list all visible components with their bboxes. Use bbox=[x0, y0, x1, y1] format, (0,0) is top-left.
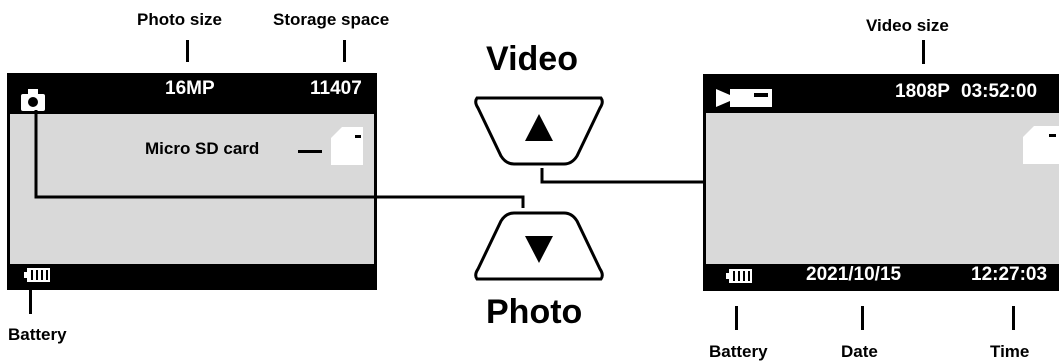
photo-down-button[interactable] bbox=[474, 211, 604, 281]
storage-space-leader bbox=[343, 40, 346, 62]
sd-card-icon bbox=[330, 126, 364, 166]
video-bottom-bar: 2021/10/15 12:27:03 bbox=[706, 264, 1059, 288]
battery-icon bbox=[726, 269, 752, 283]
camera-icon bbox=[19, 88, 47, 112]
photo-bottom-bar bbox=[10, 264, 374, 287]
photo-size-value: 16MP bbox=[165, 78, 215, 99]
video-size-value: 1808P bbox=[895, 81, 950, 102]
date-callout: Date bbox=[841, 342, 878, 361]
photo-size-leader bbox=[186, 40, 189, 62]
date-value: 2021/10/15 bbox=[806, 264, 902, 285]
photo-size-callout: Photo size bbox=[137, 10, 223, 29]
battery-left-callout: Battery bbox=[8, 325, 67, 344]
battery-right-callout: Battery bbox=[709, 342, 768, 361]
video-size-callout: Video size bbox=[866, 16, 949, 35]
time-callout: Time bbox=[990, 342, 1030, 361]
video-button-label: Video bbox=[486, 40, 578, 78]
photo-button-label: Photo bbox=[486, 293, 583, 331]
storage-space-callout: Storage space bbox=[273, 10, 390, 29]
time-value: 12:27:03 bbox=[971, 264, 1048, 285]
video-size-leader bbox=[922, 40, 925, 64]
video-mode-screen: 1808P 03:52:00 2021/10/15 12:27:03 bbox=[703, 74, 1059, 291]
battery-right-leader bbox=[735, 306, 738, 330]
photo-status-bar: 16MP 11407 bbox=[10, 76, 374, 114]
battery-left-leader bbox=[29, 290, 32, 314]
micro-sd-label: Micro SD card bbox=[145, 139, 260, 158]
video-up-button[interactable] bbox=[474, 96, 604, 166]
storage-count-value: 11407 bbox=[310, 78, 362, 99]
time-leader bbox=[1012, 306, 1015, 330]
up-triangle-icon bbox=[525, 114, 553, 141]
photo-mode-screen: 16MP 11407 Micro SD card bbox=[7, 73, 377, 290]
video-status-bar: 1808P 03:52:00 bbox=[706, 77, 1059, 113]
video-camera-icon bbox=[716, 87, 774, 109]
sd-card-icon bbox=[1022, 125, 1059, 165]
date-leader bbox=[861, 306, 864, 330]
sd-leader bbox=[298, 150, 322, 153]
record-time-value: 03:52:00 bbox=[961, 81, 1038, 102]
battery-icon bbox=[24, 268, 50, 282]
down-triangle-icon bbox=[525, 236, 553, 263]
